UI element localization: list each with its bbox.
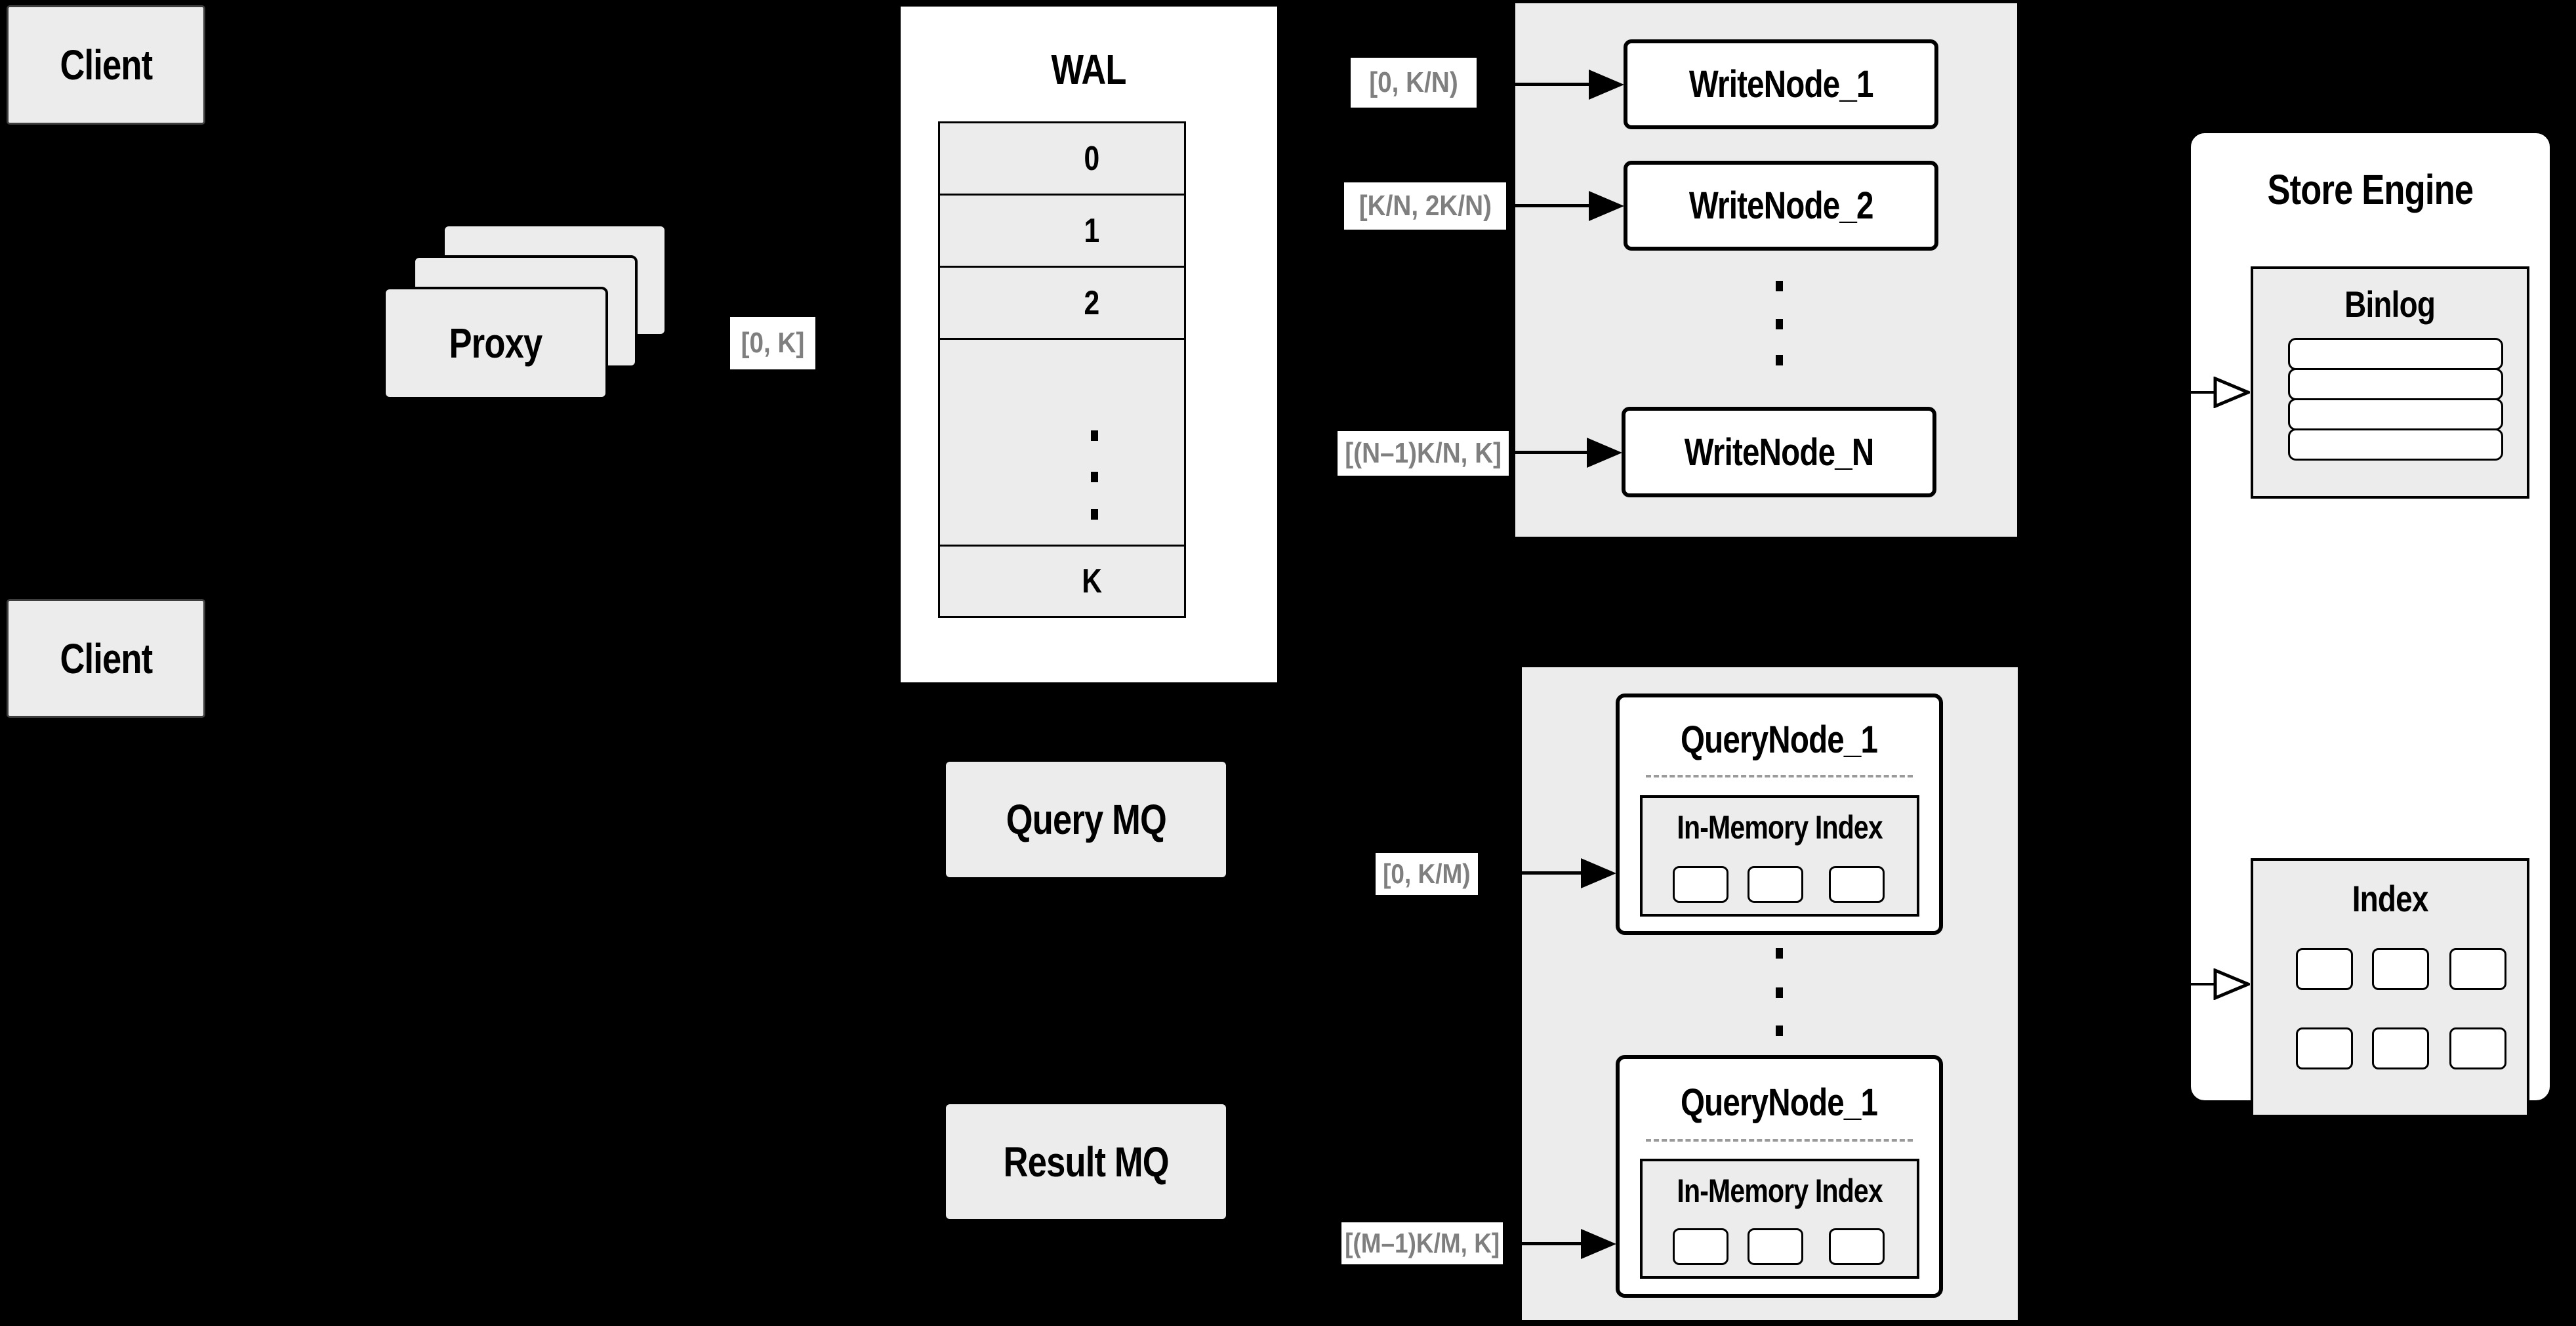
ellipsis-dot xyxy=(1776,1026,1783,1036)
store-engine-panel: Store Engine Binlog Index xyxy=(2189,131,2552,1117)
write-node-1: WriteNode_1 xyxy=(1624,39,1938,129)
binlog-slot xyxy=(2288,338,2503,370)
in-memory-index-bottom-title: In-Memory Index xyxy=(1677,1172,1883,1209)
segment-chip xyxy=(1829,866,1885,903)
range-label-write2: [K/N, 2K/N) xyxy=(1344,182,1506,230)
in-memory-index-top: In-Memory Index xyxy=(1640,795,1919,917)
ellipsis-dot xyxy=(1776,355,1783,365)
wal-row-ellipsis xyxy=(940,340,1184,547)
segment-chip xyxy=(1673,866,1728,903)
binlog-title: Binlog xyxy=(2344,283,2436,325)
open-arrowhead-binlog xyxy=(2213,377,2250,408)
wal-row-0: 0 xyxy=(940,123,1184,196)
arrow-line-write2 xyxy=(1507,204,1593,207)
arrow-line-queryM xyxy=(1503,1242,1585,1245)
range-label-write1: [0, K/N) xyxy=(1351,58,1477,108)
ellipsis-dot xyxy=(1776,281,1783,291)
write-node-2: WriteNode_2 xyxy=(1624,161,1938,251)
binlog-slot xyxy=(2288,368,2503,400)
range-label-queryM: [(M–1)K/M, K] xyxy=(1341,1222,1503,1264)
wal-row-1: 1 xyxy=(940,196,1184,268)
client-box-top: Client xyxy=(7,5,205,125)
open-arrowhead-index xyxy=(2213,968,2250,1000)
wal-table: 0 1 2 K xyxy=(938,121,1186,618)
proxy-card-front: Proxy xyxy=(383,287,608,400)
segment-chip xyxy=(1829,1228,1885,1265)
segment-chip xyxy=(1748,1228,1803,1265)
result-mq-box: Result MQ xyxy=(946,1104,1226,1219)
dashed-separator xyxy=(1646,775,1913,777)
ellipsis-dot xyxy=(1091,472,1098,482)
in-memory-index-top-title: In-Memory Index xyxy=(1677,809,1883,846)
store-engine-title: Store Engine xyxy=(2267,165,2474,213)
binlog-slot xyxy=(2288,398,2503,430)
arrowhead-writeN xyxy=(1587,438,1622,468)
index-chip xyxy=(2449,1027,2506,1069)
index-chip xyxy=(2296,1027,2353,1069)
client-box-bottom: Client xyxy=(7,599,205,718)
arrowhead-write1 xyxy=(1589,70,1624,100)
query-node-top: QueryNode_1 In-Memory Index xyxy=(1616,694,1943,935)
dashed-separator xyxy=(1646,1139,1913,1142)
wal-row-2: 2 xyxy=(940,268,1184,340)
arrowhead-query1 xyxy=(1581,858,1616,888)
index-chip xyxy=(2372,1027,2429,1069)
index-chip xyxy=(2296,948,2353,990)
arrow-line-index xyxy=(2034,983,2217,985)
arrow-line-writeN xyxy=(1509,451,1591,454)
ellipsis-dot xyxy=(1776,987,1783,998)
wal-box: WAL 0 1 2 K xyxy=(897,3,1280,686)
index-chip xyxy=(2372,948,2429,990)
client-top-label: Client xyxy=(60,41,153,89)
index-chip xyxy=(2449,948,2506,990)
wal-row-k: K xyxy=(940,547,1184,616)
arrowhead-write2 xyxy=(1589,191,1624,221)
range-label-writeN: [(N–1)K/N, K] xyxy=(1338,431,1509,476)
query-mq-box: Query MQ xyxy=(946,762,1226,877)
ellipsis-dot xyxy=(1091,509,1098,520)
write-node-n: WriteNode_N xyxy=(1622,407,1936,497)
query-node-bottom: QueryNode_1 In-Memory Index xyxy=(1616,1055,1943,1298)
client-bottom-label: Client xyxy=(60,634,153,682)
segment-chip xyxy=(1673,1228,1728,1265)
wal-title: WAL xyxy=(1051,45,1127,93)
index-box: Index xyxy=(2251,858,2529,1117)
proxy-label: Proxy xyxy=(449,320,543,367)
range-label-proxy-wal: [0, K] xyxy=(730,317,815,369)
range-label-query1: [0, K/M) xyxy=(1376,853,1478,895)
query-node-top-title: QueryNode_1 xyxy=(1681,718,1878,761)
arrow-line-binlog xyxy=(2034,391,2217,394)
arrowhead-queryM xyxy=(1581,1229,1616,1259)
index-title: Index xyxy=(2352,878,2429,919)
ellipsis-dot xyxy=(1091,430,1098,441)
ellipsis-dot xyxy=(1776,319,1783,329)
segment-chip xyxy=(1748,866,1803,903)
binlog-box: Binlog xyxy=(2251,266,2529,499)
binlog-slot xyxy=(2288,428,2503,461)
ellipsis-dot xyxy=(1776,948,1783,959)
in-memory-index-bottom: In-Memory Index xyxy=(1640,1159,1919,1279)
query-node-bottom-title: QueryNode_1 xyxy=(1681,1081,1878,1124)
arrow-line-query1 xyxy=(1478,871,1585,875)
arrow-line-write1 xyxy=(1478,83,1593,86)
